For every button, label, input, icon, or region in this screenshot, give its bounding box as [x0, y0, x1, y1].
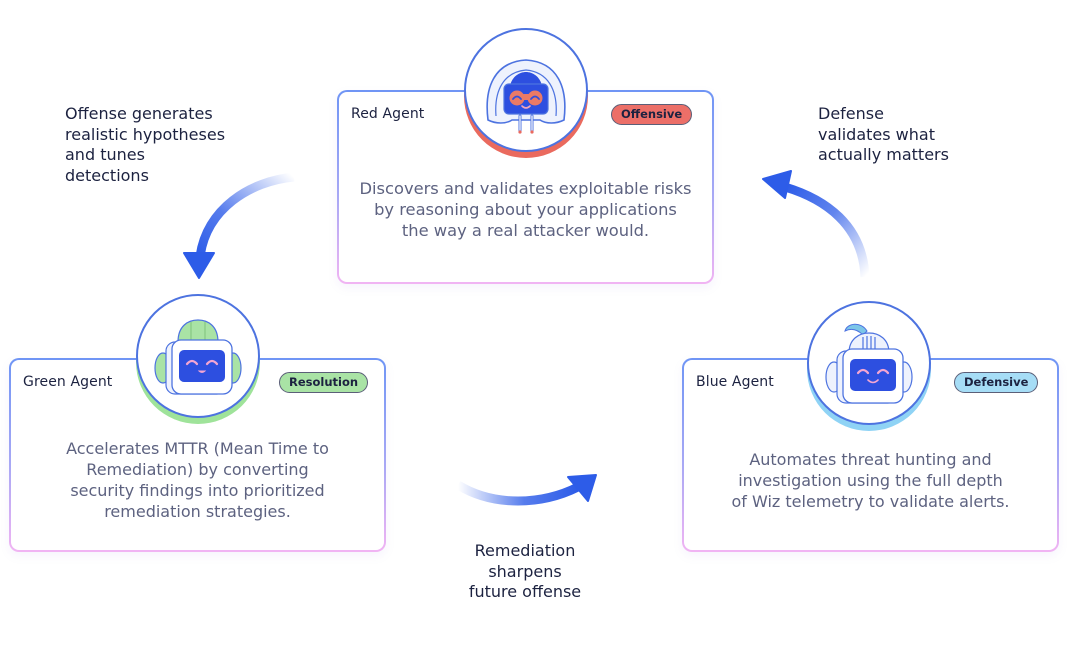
- green-agent-title: Green Agent: [23, 374, 113, 390]
- blue-agent-description: Automates threat hunting and investigati…: [684, 449, 1057, 512]
- desc-line: of Wiz telemetry to validate alerts.: [731, 492, 1010, 511]
- red-agent-avatar: [464, 28, 588, 158]
- desc-line: the way a real attacker would.: [401, 221, 650, 240]
- remediation-note: Remediation sharpens future offense: [445, 541, 605, 603]
- desc-line: Accelerates MTTR (Mean Time to: [66, 439, 329, 458]
- ponytail-robot-icon: [825, 323, 913, 404]
- hardhat-robot-icon: [154, 319, 242, 395]
- note-line: realistic hypotheses: [65, 124, 226, 144]
- note-line: future offense: [468, 582, 582, 601]
- desc-line: security findings into prioritized: [70, 481, 325, 500]
- desc-line: Automates threat hunting and: [749, 450, 992, 469]
- red-agent-description: Discovers and validates exploitable risk…: [339, 178, 712, 241]
- arrow-head: [183, 252, 215, 279]
- desc-line: investigation using the full depth: [738, 471, 1003, 490]
- defensive-badge: Defensive: [954, 372, 1039, 393]
- note-line: validates what: [818, 124, 935, 144]
- hooded-robot-icon: [486, 59, 566, 134]
- desc-line: remediation strategies.: [104, 502, 291, 521]
- resolution-badge: Resolution: [279, 372, 369, 393]
- note-line: sharpens: [488, 561, 562, 581]
- offense-note: Offense generates realistic hypotheses a…: [65, 104, 225, 186]
- blue-agent-avatar: [807, 301, 931, 431]
- note-line: detections: [65, 165, 149, 185]
- arrow-blue-to-red: [762, 170, 870, 278]
- desc-line: by reasoning about your applications: [374, 200, 677, 219]
- blue-agent-title: Blue Agent: [696, 374, 774, 390]
- note-line: and tunes: [65, 145, 145, 164]
- red-agent-title: Red Agent: [351, 106, 425, 122]
- arrow-red-to-green: [183, 172, 295, 279]
- offensive-badge: Offensive: [611, 104, 693, 125]
- arrow-green-to-blue: [455, 474, 597, 506]
- arrow-head: [567, 474, 597, 502]
- note-line: Offense generates: [65, 104, 213, 123]
- desc-line: Discovers and validates exploitable risk…: [359, 179, 692, 198]
- note-line: Defense: [818, 104, 884, 123]
- green-agent-description: Accelerates MTTR (Mean Time to Remediati…: [11, 438, 384, 522]
- arrow-head: [762, 170, 792, 199]
- desc-line: Remediation) by converting: [86, 460, 309, 479]
- note-line: actually matters: [818, 145, 949, 164]
- green-agent-avatar: [136, 294, 260, 424]
- note-line: Remediation: [474, 541, 576, 560]
- defense-note: Defense validates what actually matters: [818, 104, 949, 166]
